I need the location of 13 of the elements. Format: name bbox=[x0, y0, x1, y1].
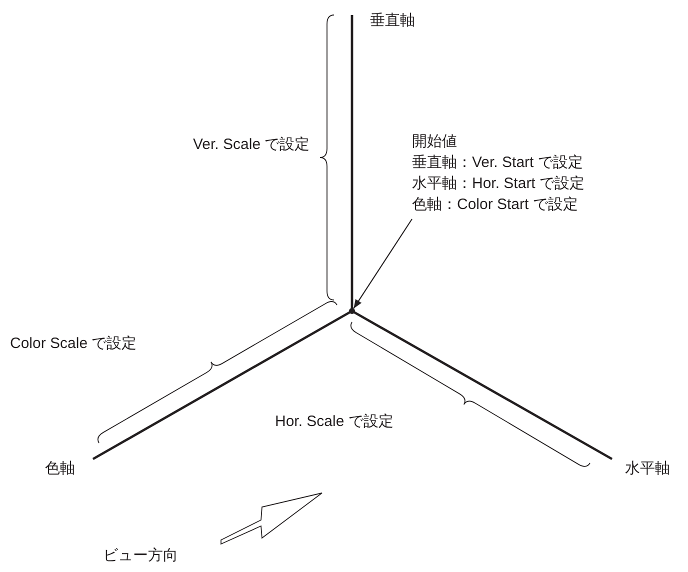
leader-arrow bbox=[353, 218, 412, 309]
annotation-text: 開始値 bbox=[412, 132, 458, 152]
scale-label: Ver. Scale で設定 bbox=[193, 136, 310, 154]
origin-point bbox=[349, 308, 355, 314]
direction-label: ビュー方向 bbox=[103, 547, 178, 565]
scale-label: Hor. Scale で設定 bbox=[275, 413, 394, 431]
axis-label: 色軸 bbox=[45, 460, 75, 478]
annotation-text: 垂直軸：Ver. Start で設定 bbox=[412, 153, 584, 173]
scale-label: Color Scale で設定 bbox=[10, 335, 137, 353]
axis-label: 垂直軸 bbox=[370, 12, 415, 30]
axis-label: 水平軸 bbox=[625, 460, 670, 478]
annotation-text: 水平軸：Hor. Start で設定 bbox=[412, 174, 585, 194]
annotation-text: 色軸：Color Start で設定 bbox=[412, 195, 579, 215]
